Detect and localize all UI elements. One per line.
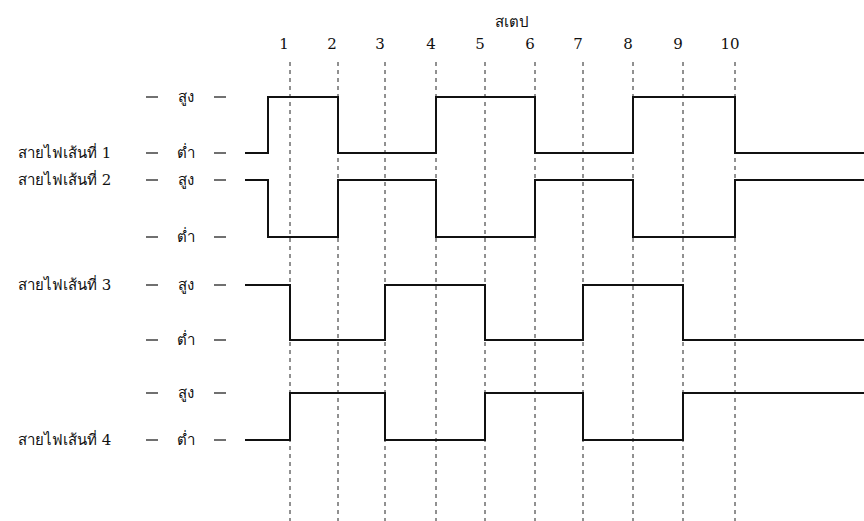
wire-label: สายไฟเส้นที่ 3 (18, 277, 111, 294)
wire-label: สายไฟเส้นที่ 2 (18, 172, 111, 189)
wire-label: สายไฟเส้นที่ 4 (18, 432, 111, 449)
step-number: 6 (525, 36, 535, 53)
step-number: 4 (426, 36, 436, 53)
level-label: สูง (178, 385, 194, 402)
level-label: ต่ำ (177, 145, 195, 162)
wire-2-waveform (245, 180, 864, 237)
step-number: 5 (475, 36, 485, 53)
level-label: ต่ำ (177, 332, 195, 349)
step-number: 1 (279, 36, 289, 53)
step-number: 3 (375, 36, 385, 53)
level-label: สูง (178, 89, 194, 106)
step-number: 10 (720, 36, 739, 53)
wire-label: สายไฟเส้นที่ 1 (18, 145, 111, 162)
label-dashes (146, 97, 226, 440)
level-label: สูง (178, 277, 194, 294)
step-heading: สเตป (495, 14, 529, 31)
waveforms (245, 97, 864, 440)
level-label: สูง (178, 172, 194, 189)
wire-3-waveform (245, 285, 864, 340)
level-label: ต่ำ (177, 229, 195, 246)
step-number: 7 (573, 36, 583, 53)
wire-1-waveform (245, 97, 864, 153)
wire-4-waveform (245, 393, 864, 440)
step-number: 8 (623, 36, 633, 53)
step-number: 9 (673, 36, 683, 53)
step-gridlines (290, 62, 735, 521)
level-label: ต่ำ (177, 432, 195, 449)
step-number: 2 (327, 36, 337, 53)
